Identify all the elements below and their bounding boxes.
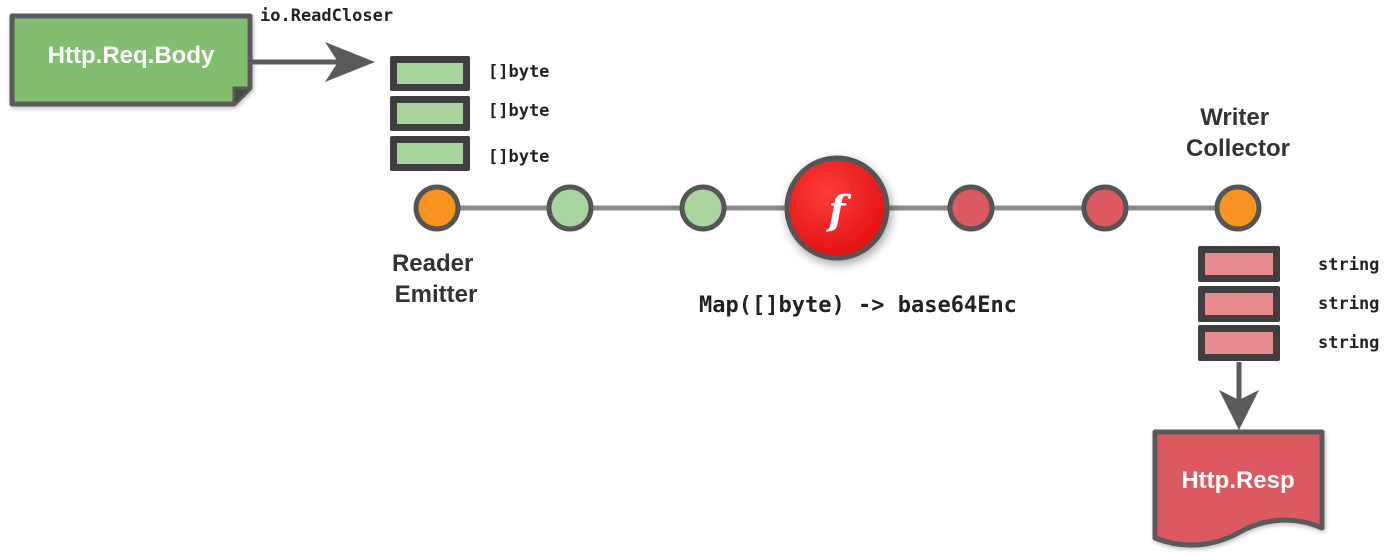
input-chunk (390, 56, 470, 91)
source-arrow (252, 42, 375, 82)
collector-label: Writer Collector (1186, 104, 1290, 162)
collector-label-line: Writer (1200, 104, 1269, 131)
emitter-label: Reader Emitter (392, 250, 480, 308)
source-arrow-head (325, 42, 375, 82)
output-chunk (1198, 246, 1280, 282)
output-chunk (1198, 325, 1280, 361)
output-chunk-label: string (1318, 294, 1379, 314)
input-chunk-label: []byte (488, 101, 549, 121)
source-document-label: Http.Req.Body (48, 42, 215, 69)
output-chunk (1198, 286, 1280, 322)
source-arrow-label: io.ReadCloser (260, 6, 393, 26)
operator-label: Map([]byte) -> base64Enc (699, 293, 1017, 318)
emitter-label-line: Reader (392, 250, 473, 277)
collector-node (1214, 184, 1262, 232)
input-chunk (390, 136, 470, 171)
source-document: Http.Req.Body (9, 13, 253, 107)
output-chunk-label: string (1318, 333, 1379, 353)
sink-arrow (1219, 362, 1259, 430)
sink-document-shape (1152, 429, 1325, 548)
input-chunk-label: []byte (488, 147, 549, 167)
output-stream-node (1081, 184, 1129, 232)
input-chunk-label: []byte (488, 62, 549, 82)
output-stream-node (947, 184, 995, 232)
sink-document: Http.Resp (1152, 429, 1325, 548)
pipeline-nodes (413, 184, 1262, 232)
sink-document-label: Http.Resp (1181, 467, 1294, 494)
map-operator: f (784, 155, 890, 261)
emitter-label-line: Emitter (395, 281, 478, 308)
input-stream-node (679, 184, 727, 232)
source-document-fold (232, 86, 250, 104)
input-chunk (390, 96, 470, 131)
input-chunk-stack: []byte []byte []byte (390, 56, 549, 171)
collector-label-line: Collector (1186, 135, 1290, 162)
sink-arrow-head (1219, 390, 1259, 430)
output-chunk-stack: string string string (1198, 246, 1379, 361)
emitter-node (413, 184, 461, 232)
output-chunk-label: string (1318, 255, 1379, 275)
function-icon (784, 155, 890, 261)
input-stream-node (546, 184, 594, 232)
